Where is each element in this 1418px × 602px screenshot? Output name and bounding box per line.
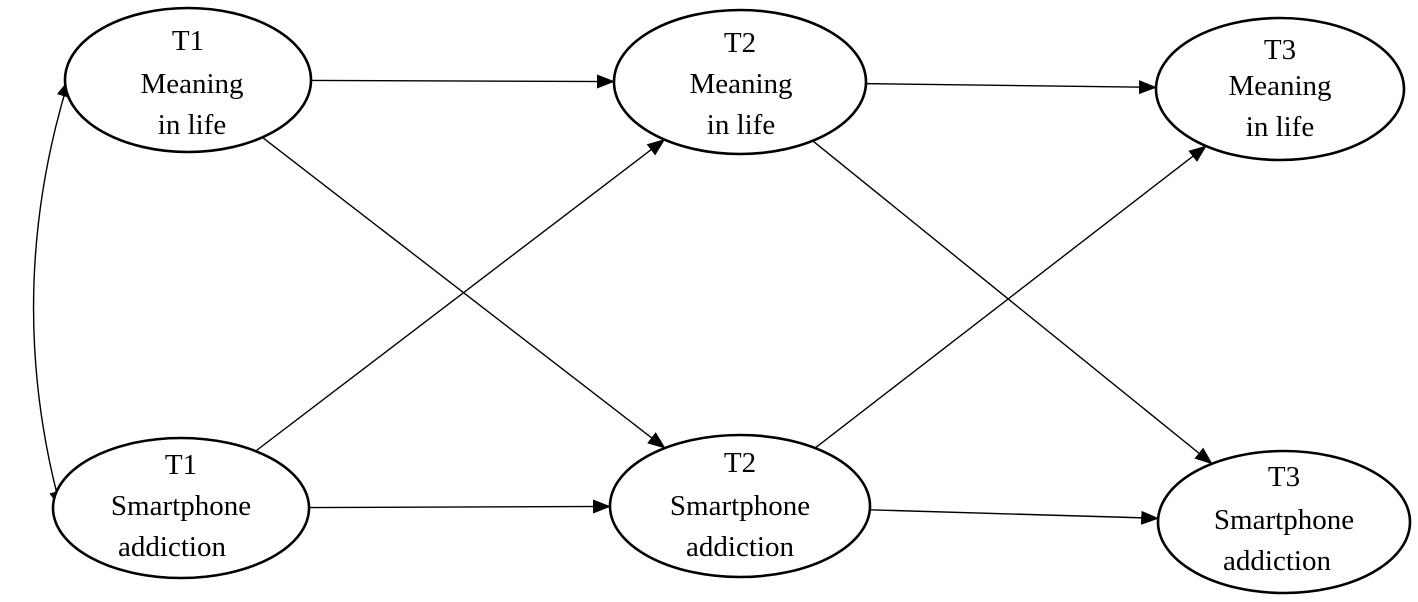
nodes-layer: T1 Meaning in life T2 Meaning in life T3… [51,6,1412,595]
node-t2-smartphone: T2 Smartphone addiction [608,433,872,579]
node-label-line: addiction [1223,545,1331,577]
node-label-line: in life [707,109,775,141]
edges-layer [32,74,1213,525]
node-label-line: T3 [1268,461,1300,493]
path-arrow-t2-smartphone-to-t3-meaning [814,145,1207,449]
node-label-line: addiction [686,531,794,563]
node-label-line: Meaning [1228,70,1331,102]
covariance-arrow [32,79,71,509]
path-arrow-t1-smartphone-to-t2-meaning [255,138,666,452]
path-arrow-t2-meaning-to-t3-meaning [865,80,1158,95]
node-label-line: Meaning [689,68,792,100]
node-label-line: Smartphone [1214,504,1354,536]
node-t1-meaning: T1 Meaning in life [63,6,313,154]
node-label-line: Smartphone [111,490,251,522]
path-arrow-t1-meaning-to-t2-meaning [310,74,616,89]
node-label-line: T2 [724,447,756,479]
node-label-line: T2 [724,27,756,59]
path-arrow-t2-meaning-to-t3-smartphone [812,140,1213,465]
node-t2-meaning: T2 Meaning in life [612,8,868,156]
node-t1-smartphone: T1 Smartphone addiction [51,436,311,580]
node-label-line: Meaning [140,68,243,100]
node-t3-meaning: T3 Meaning in life [1154,16,1406,162]
path-arrow-t2-smartphone-to-t3-smartphone [869,509,1160,525]
node-label-line: T3 [1264,34,1296,66]
node-label-line: addiction [118,531,226,563]
node-t3-smartphone: T3 Smartphone addiction [1156,449,1412,595]
path-arrow-t1-smartphone-to-t2-smartphone [308,499,612,514]
node-label-line: T1 [172,25,204,57]
node-label-line: in life [1246,111,1314,143]
node-label-line: Smartphone [670,490,810,522]
node-label-line: T1 [165,449,197,481]
node-label-line: in life [158,109,226,141]
